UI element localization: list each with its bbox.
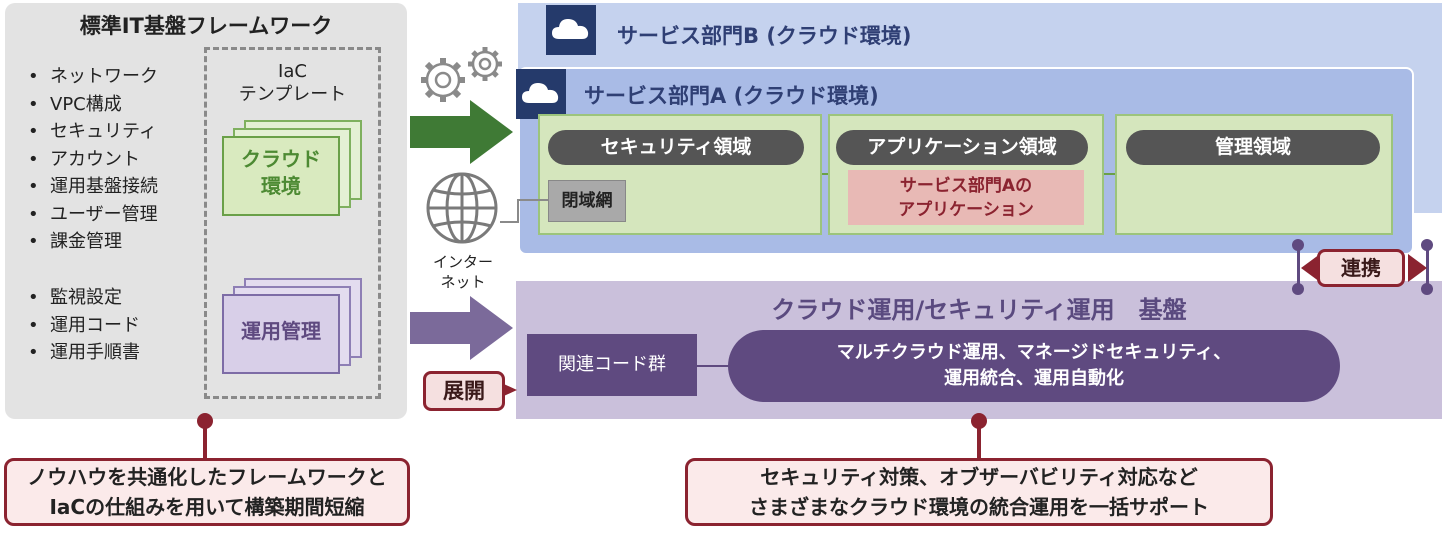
- framework-list-secondary: 監視設定 運用コード 運用手順書: [28, 284, 140, 367]
- cloud-env-label: クラウド 環境: [241, 147, 321, 198]
- callout-dot-left: [197, 413, 213, 429]
- iac-template-box: [204, 47, 381, 399]
- link-arrows: [1301, 254, 1427, 282]
- closed-network-box: 閉域網: [548, 180, 626, 222]
- link-dot: [1421, 283, 1433, 295]
- link-label: 連携: [1317, 249, 1405, 287]
- ops-management-label: 運用管理: [241, 319, 321, 343]
- code-connector: [697, 365, 729, 367]
- service-b-title: サービス部門B (クラウド環境): [617, 24, 912, 48]
- internet-label: インター ネット: [432, 253, 493, 291]
- globe-icon: [426, 172, 498, 244]
- list-item: アカウント: [28, 146, 158, 174]
- list-item: VPC構成: [28, 91, 158, 119]
- ops-management-document-stack: 運用管理: [222, 278, 372, 378]
- application-area-label: アプリケーション領域: [836, 130, 1088, 165]
- link-connector-right: [1426, 243, 1429, 289]
- list-item: 監視設定: [28, 284, 140, 312]
- link-dot: [1292, 283, 1304, 295]
- cloud-icon: [516, 69, 566, 119]
- link-connector-left: [1297, 243, 1300, 289]
- list-item: ユーザー管理: [28, 201, 158, 229]
- multicloud-ops-pill: マルチクラウド運用、マネージドセキュリティ、 運用統合、運用自動化: [728, 330, 1340, 402]
- operations-title: クラウド運用/セキュリティ運用 基盤: [771, 296, 1187, 324]
- list-item: セキュリティ: [28, 118, 158, 146]
- callout-stem-right: [977, 420, 981, 460]
- service-a-title: サービス部門A (クラウド環境): [584, 84, 879, 108]
- list-item: 運用基盤接続: [28, 173, 158, 201]
- list-item: ネットワーク: [28, 63, 158, 91]
- cloud-icon: [546, 5, 596, 55]
- related-code-box: 関連コード群: [527, 334, 697, 396]
- callout-left: ノウハウを共通化したフレームワークと IaCの仕組みを用いて構築期間短縮: [4, 458, 410, 526]
- deploy-arrow-purple: [410, 296, 513, 360]
- framework-list-primary: ネットワーク VPC構成 セキュリティ アカウント 運用基盤接続 ユーザー管理 …: [28, 63, 158, 256]
- area-connector: [1100, 173, 1120, 175]
- callout-right: セキュリティ対策、オブザーバビリティ対応など さまざまなクラウド環境の統合運用を…: [685, 458, 1273, 526]
- internet-connector: [500, 199, 548, 223]
- deploy-arrow-green: [410, 100, 513, 164]
- callout-stem-left: [203, 420, 207, 460]
- service-a-application-box: サービス部門Aの アプリケーション: [848, 170, 1084, 225]
- list-item: 課金管理: [28, 228, 158, 256]
- cloud-env-document-stack: クラウド 環境: [222, 120, 372, 220]
- callout-dot-right: [971, 413, 987, 429]
- security-area-label: セキュリティ領域: [548, 130, 804, 165]
- link-dot: [1421, 239, 1433, 251]
- management-area-label: 管理領域: [1126, 130, 1380, 165]
- framework-title: 標準IT基盤フレームワーク: [79, 14, 333, 38]
- list-item: 運用コード: [28, 312, 140, 340]
- iac-template-title: IaC テンプレート: [238, 61, 347, 105]
- list-item: 運用手順書: [28, 339, 140, 367]
- link-dot: [1292, 239, 1304, 251]
- deploy-label: 展開: [423, 371, 505, 411]
- gears-icon: [421, 47, 502, 102]
